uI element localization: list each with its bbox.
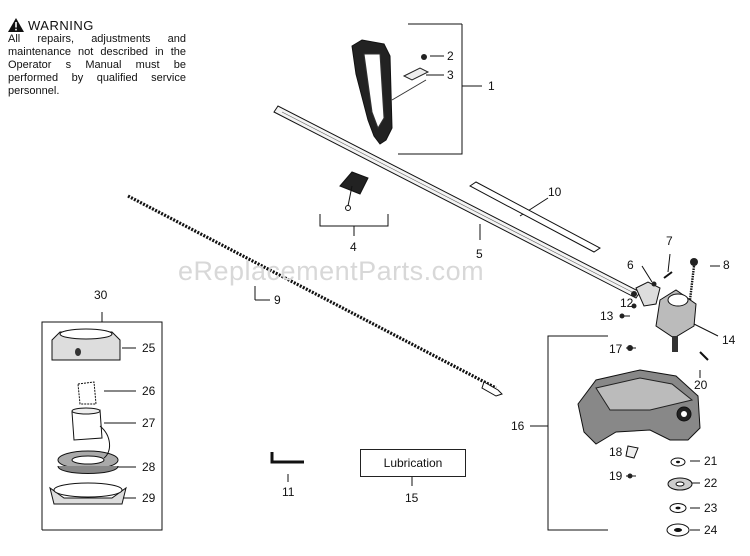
part-label-19[interactable]: 19 — [609, 469, 623, 483]
small-screws — [619, 258, 709, 479]
part-label-23[interactable]: 23 — [704, 501, 718, 515]
part-label-28[interactable]: 28 — [142, 460, 156, 474]
flex-shaft — [127, 194, 503, 397]
part-label-2[interactable]: 2 — [447, 49, 454, 63]
guard-part — [577, 369, 701, 445]
watermark-text: eReplacementParts.com — [178, 256, 485, 286]
part-label-16[interactable]: 16 — [511, 419, 525, 433]
bracket-30 — [41, 321, 163, 531]
gearhead-part — [631, 281, 697, 352]
handle-bolt-line — [391, 79, 427, 101]
part-label-13[interactable]: 13 — [600, 309, 614, 323]
part-label-18[interactable]: 18 — [609, 445, 623, 459]
warning-triangle-icon — [8, 18, 24, 32]
part-label-30[interactable]: 30 — [94, 288, 108, 302]
part-label-26[interactable]: 26 — [142, 384, 156, 398]
washers — [666, 457, 693, 537]
trimmer-head — [49, 328, 127, 505]
decal-strip — [469, 181, 601, 253]
part-label-11[interactable]: 11 — [282, 485, 295, 499]
part-label-1[interactable]: 1 — [488, 79, 495, 93]
clamp-part — [402, 54, 430, 81]
part-label-22[interactable]: 22 — [704, 476, 718, 490]
part-label-24[interactable]: 24 — [704, 523, 718, 537]
handle-part — [351, 39, 427, 145]
warning-block: WARNING All repairs, adjustments and mai… — [8, 18, 186, 98]
leader-7 — [667, 253, 671, 273]
part-label-5[interactable]: 5 — [476, 247, 483, 261]
bracket-4 — [319, 214, 389, 227]
leader-6 — [641, 265, 653, 283]
warning-text: All repairs, adjustments and maintenance… — [8, 33, 186, 97]
part-label-21[interactable]: 21 — [704, 454, 718, 468]
part-label-10[interactable]: 10 — [548, 185, 562, 199]
part-label-25[interactable]: 25 — [142, 341, 156, 355]
part-label-7[interactable]: 7 — [666, 234, 673, 248]
part-label-15[interactable]: 15 — [405, 491, 419, 505]
part-label-14[interactable]: 14 — [722, 333, 736, 347]
bracket-1 — [398, 24, 463, 155]
bracket-16 — [547, 335, 608, 531]
knob-part — [339, 171, 369, 211]
warning-title-row: WARNING — [8, 18, 186, 32]
part-label-12[interactable]: 12 — [620, 296, 634, 310]
hex-key — [270, 452, 304, 464]
part-label-9[interactable]: 9 — [274, 293, 281, 307]
part-label-6[interactable]: 6 — [627, 258, 634, 272]
lubrication-box: Lubrication — [360, 449, 466, 477]
warning-title: WARNING — [28, 17, 94, 33]
part-label-3[interactable]: 3 — [447, 68, 454, 82]
part-label-8[interactable]: 8 — [723, 258, 730, 272]
part-label-17[interactable]: 17 — [609, 342, 623, 356]
part-label-20[interactable]: 20 — [694, 378, 708, 392]
part-label-29[interactable]: 29 — [142, 491, 156, 505]
part-label-27[interactable]: 27 — [142, 416, 156, 430]
part-label-4[interactable]: 4 — [350, 240, 357, 254]
leader-14 — [689, 321, 719, 337]
